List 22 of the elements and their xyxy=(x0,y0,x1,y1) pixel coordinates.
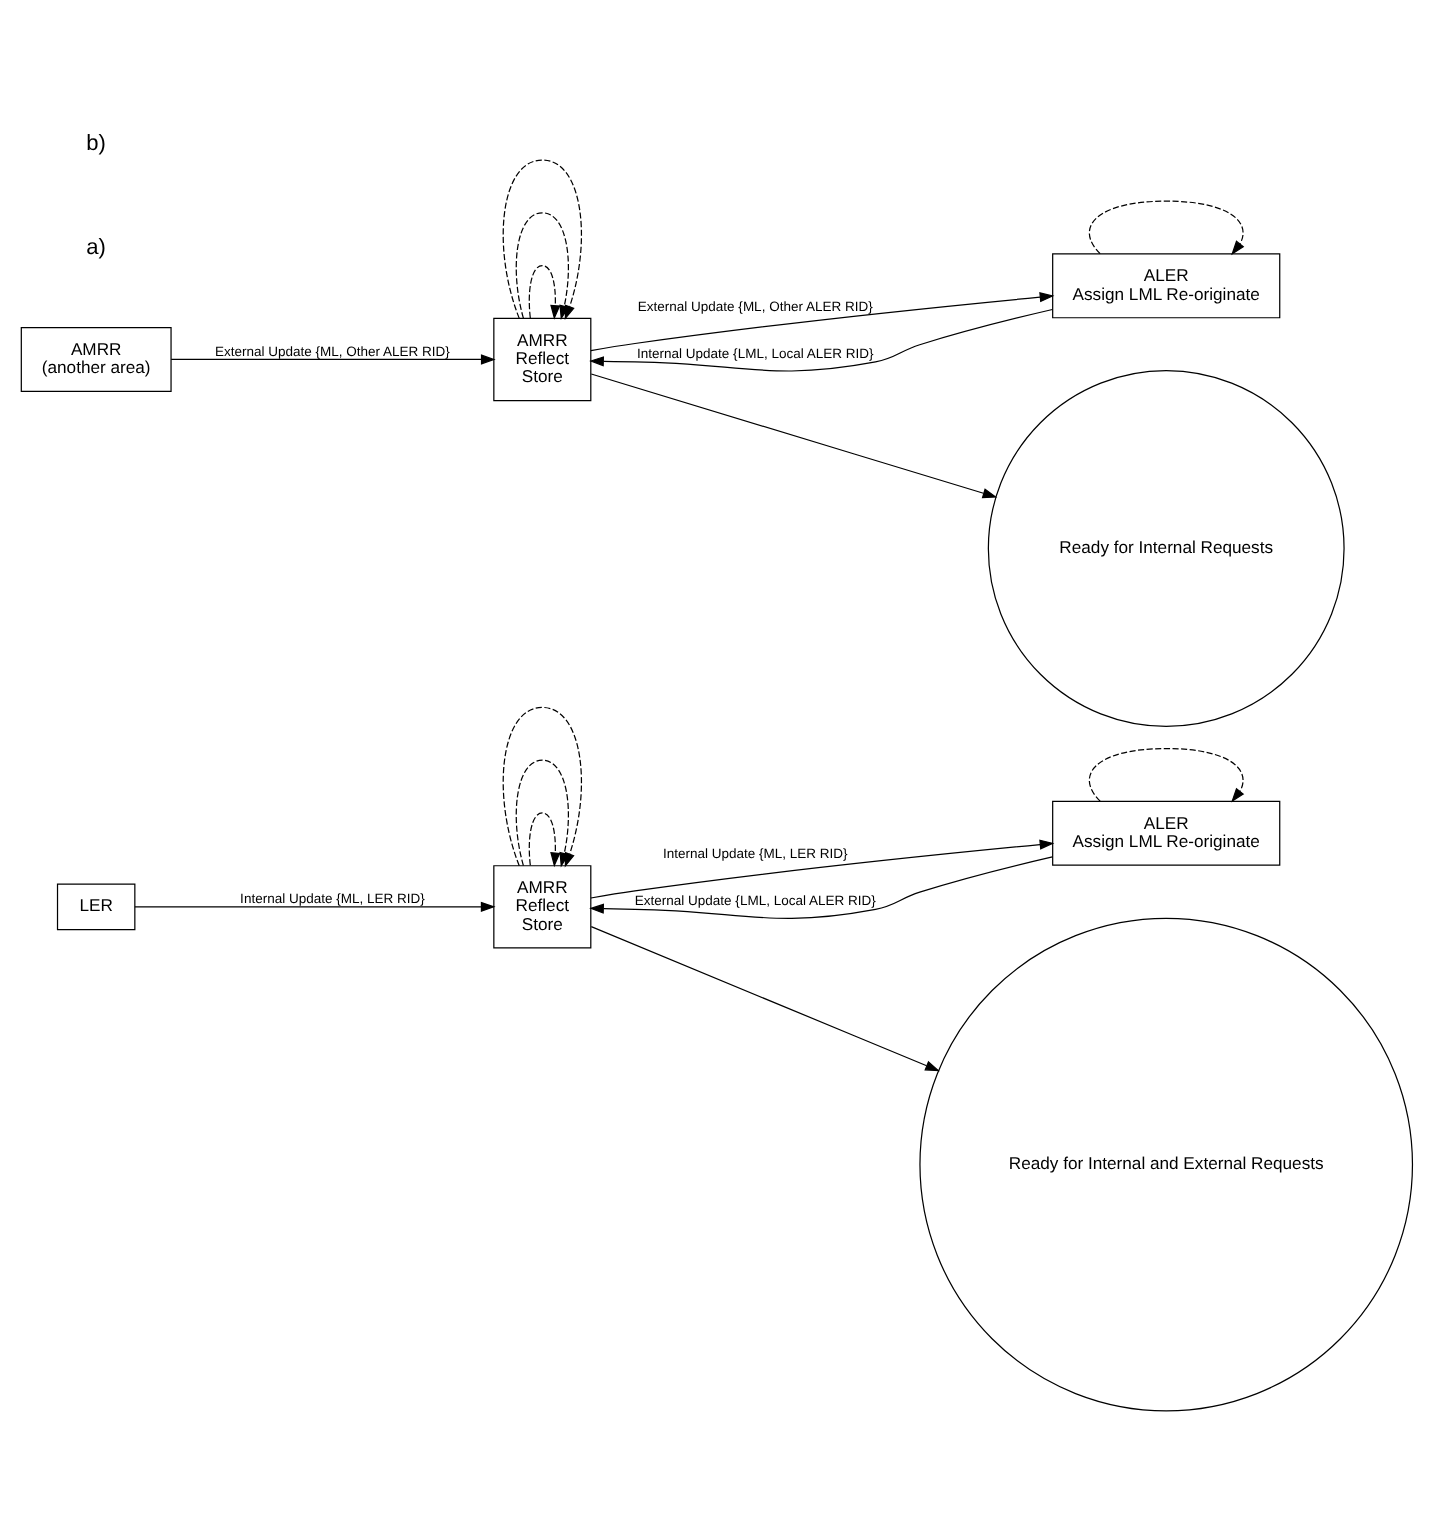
arrow xyxy=(528,812,561,868)
node-box: AMRR Reflect Store xyxy=(493,317,592,402)
label: a) xyxy=(86,236,106,261)
node-circle: Ready for Internal and External Requests xyxy=(919,917,1414,1412)
node-box: AMRR (another area) xyxy=(20,326,172,392)
arrow xyxy=(528,264,561,320)
arrow xyxy=(170,354,496,365)
arrow xyxy=(134,901,496,913)
arrow xyxy=(1088,747,1245,803)
label: b) xyxy=(86,132,106,157)
node-box: ALER Assign LML Re-originate xyxy=(1052,253,1281,319)
arrow xyxy=(590,373,998,499)
arrow xyxy=(590,292,1055,352)
arrow xyxy=(590,839,1055,899)
arrow xyxy=(589,856,1053,919)
node-box: ALER Assign LML Re-originate xyxy=(1052,800,1281,866)
arrow xyxy=(589,308,1053,372)
node-box: AMRR Reflect Store xyxy=(493,865,592,949)
arrow xyxy=(1088,200,1245,256)
arrow xyxy=(590,926,940,1072)
node-circle: Ready for Internal Requests xyxy=(987,370,1345,727)
node-box: LER xyxy=(56,883,136,931)
